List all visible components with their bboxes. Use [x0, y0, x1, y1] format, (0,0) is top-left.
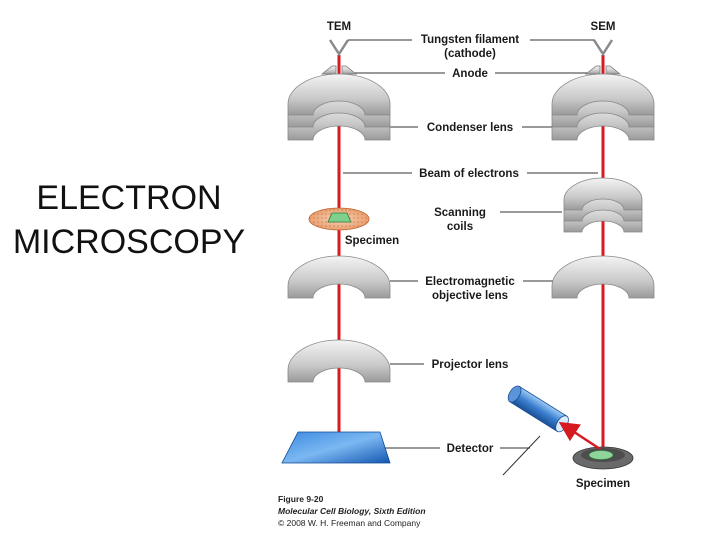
tem-specimen-label: Specimen	[345, 235, 399, 247]
objective-lens-label-line2: objective lens	[432, 290, 508, 302]
filament-label-line1: Tungsten filament	[421, 34, 519, 46]
tem-projector-lens	[287, 339, 391, 383]
tem-condenser-lens	[287, 73, 391, 141]
filament-label-line2: (cathode)	[444, 48, 496, 60]
tem-detector-screen	[281, 431, 391, 464]
slide-title: ELECTRON MICROSCOPY	[0, 176, 258, 264]
sem-column-label: SEM	[591, 21, 616, 33]
projector-lens-label: Projector lens	[432, 359, 509, 371]
figure-book-title: Molecular Cell Biology, Sixth Edition	[278, 506, 426, 516]
sem-specimen-label: Specimen	[576, 478, 630, 490]
sem-specimen-icon	[572, 446, 634, 470]
figure-copyright: © 2008 W. H. Freeman and Company	[278, 518, 421, 528]
condenser-lens-label: Condenser lens	[427, 122, 513, 134]
tem-specimen-icon	[308, 207, 370, 231]
scanning-coils-label-line1: Scanning	[434, 207, 486, 219]
tem-objective-lens	[287, 255, 391, 299]
tem-filament-icon	[328, 39, 350, 57]
tem-column-label: TEM	[327, 21, 351, 33]
scanning-coils-label-line2: coils	[447, 221, 473, 233]
detector-label: Detector	[447, 443, 494, 455]
sem-filament-icon	[592, 39, 614, 57]
figure-number: Figure 9-20	[278, 494, 324, 504]
sem-condenser-lens	[551, 73, 655, 141]
sem-detector-icon	[507, 385, 569, 433]
sem-objective-lens	[551, 255, 655, 299]
slide-title-line2: MICROSCOPY	[12, 223, 246, 261]
sem-scanning-coils	[563, 177, 643, 233]
slide-title-line1: ELECTRON	[36, 179, 222, 217]
anode-label: Anode	[452, 68, 488, 80]
leader-lines	[343, 39, 598, 476]
secondary-electrons-arrow	[558, 421, 601, 451]
objective-lens-label-line1: Electromagnetic	[425, 276, 515, 288]
beam-of-electrons-label: Beam of electrons	[419, 168, 519, 180]
sem-anode-icon	[584, 65, 622, 75]
